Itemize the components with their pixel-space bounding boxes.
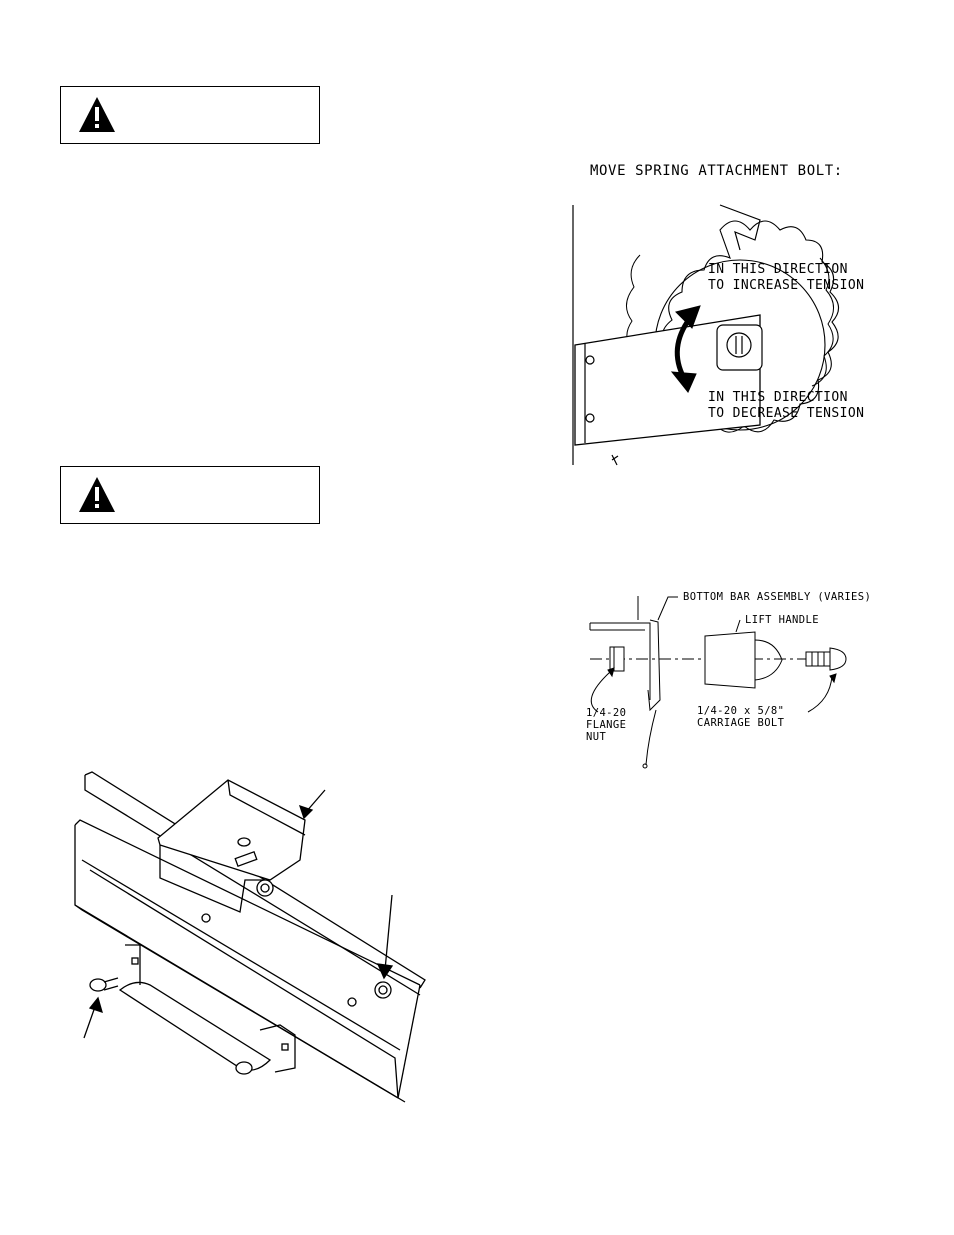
decrease-tension-label: IN THIS DIRECTION TO DECREASE TENSION (708, 390, 864, 422)
flange-nut-line1: 1/4-20 (586, 707, 627, 719)
bottom-bar-assembly-label: BOTTOM BAR ASSEMBLY (VARIES) (683, 591, 872, 603)
decrease-tension-line1: IN THIS DIRECTION (708, 390, 848, 405)
bottom-bar-isometric-drawing (74, 771, 426, 1103)
carriage-bolt-line2: CARRIAGE BOLT (697, 717, 785, 729)
carriage-bolt-line1: 1/4-20 x 5/8" (697, 705, 785, 717)
warning-triangle-icon (79, 477, 115, 512)
lift-handle-label: LIFT HANDLE (745, 614, 819, 626)
warning-box-top (60, 86, 320, 144)
increase-tension-line2: TO INCREASE TENSION (708, 278, 865, 293)
warning-box-bottom (60, 466, 320, 524)
decrease-tension-line2: TO DECREASE TENSION (708, 406, 865, 421)
spring-figure-title: MOVE SPRING ATTACHMENT BOLT: (590, 163, 843, 179)
carriage-bolt-label: 1/4-20 x 5/8" CARRIAGE BOLT (697, 705, 784, 729)
increase-tension-line1: IN THIS DIRECTION (708, 262, 848, 277)
warning-triangle-icon (79, 97, 115, 132)
flange-nut-label: 1/4-20 FLANGE NUT (586, 707, 626, 743)
spring-tension-drawing (572, 204, 840, 466)
tension-direction-arrow (670, 305, 701, 393)
flange-nut-line3: NUT (586, 731, 607, 743)
lift-handle-drawing (589, 596, 847, 769)
flange-nut-line2: FLANGE (586, 719, 627, 731)
increase-tension-label: IN THIS DIRECTION TO INCREASE TENSION (708, 262, 864, 294)
spring-coil (661, 220, 840, 433)
